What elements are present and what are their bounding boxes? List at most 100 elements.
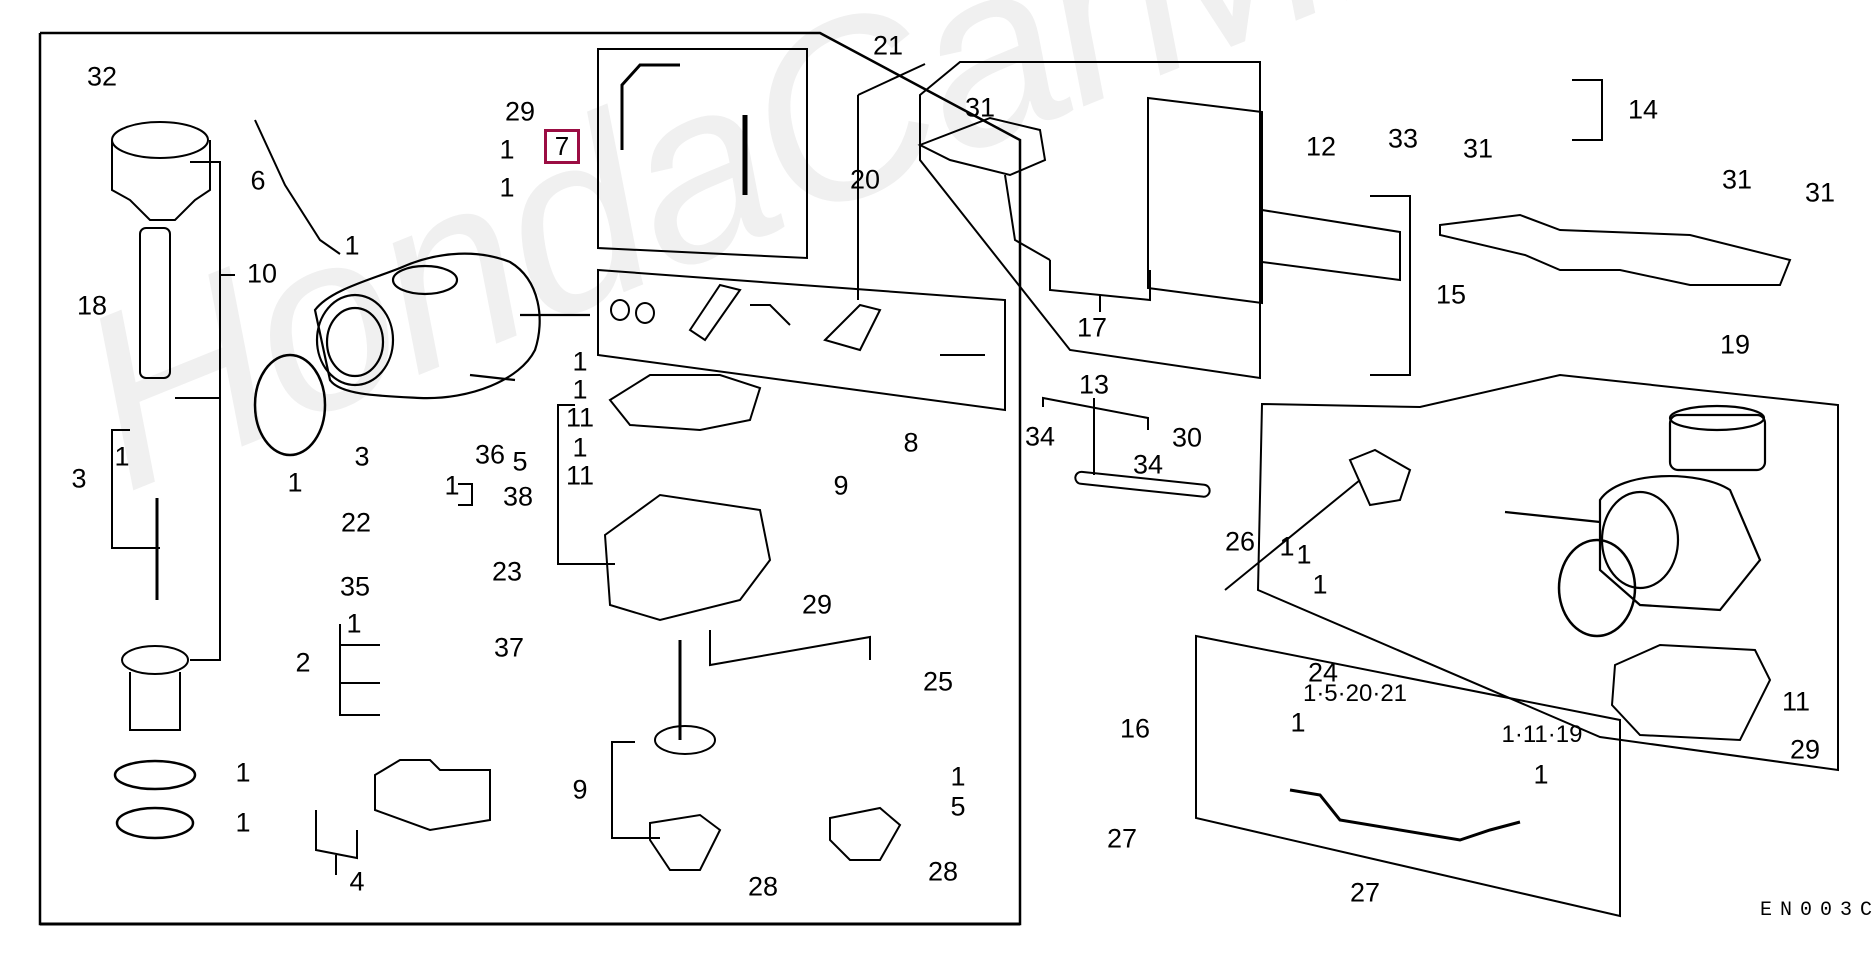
diaphragm	[655, 726, 715, 754]
callout-2[interactable]: 2	[295, 647, 311, 678]
callout-1[interactable]: 1	[1279, 531, 1295, 562]
bracket-38	[458, 484, 472, 505]
panel-16	[1196, 636, 1620, 916]
callout-29[interactable]: 29	[1789, 734, 1821, 765]
callout-30[interactable]: 30	[1171, 422, 1203, 453]
callout-28[interactable]: 28	[747, 871, 779, 902]
callout-7-label: 7	[554, 131, 570, 161]
gasket	[610, 375, 760, 430]
callout-1: 1	[572, 346, 588, 377]
callout-23[interactable]: 23	[491, 556, 523, 587]
lever-8b	[825, 305, 880, 350]
piston-cap	[112, 122, 210, 220]
callout-1[interactable]: 1	[235, 757, 251, 788]
callout-9[interactable]: 9	[572, 774, 588, 805]
callout-29[interactable]: 29	[504, 96, 536, 127]
panel-7	[598, 49, 807, 258]
callout-8[interactable]: 8	[903, 427, 919, 458]
spring-18	[140, 228, 170, 378]
callout-13[interactable]: 13	[1078, 369, 1110, 400]
callout-35[interactable]: 35	[339, 571, 371, 602]
bracket-15	[1370, 196, 1410, 375]
callout-18[interactable]: 18	[76, 290, 108, 321]
callout-6[interactable]: 6	[250, 165, 266, 196]
callout-1[interactable]: 1	[344, 230, 360, 261]
callout-12[interactable]: 12	[1305, 131, 1337, 162]
callout-7-highlighted[interactable]: 7	[544, 129, 580, 164]
bracket-13	[1043, 398, 1148, 430]
callout-16[interactable]: 16	[1119, 713, 1151, 744]
o-ring-2	[117, 808, 193, 838]
callout-1[interactable]: 1	[499, 172, 515, 203]
bracket-2	[340, 624, 380, 715]
callout-14[interactable]: 14	[1627, 94, 1659, 125]
callout-9[interactable]: 9	[833, 470, 849, 501]
callout-3[interactable]: 3	[71, 463, 87, 494]
callout-1[interactable]: 1	[1296, 539, 1312, 570]
o-ring-left	[255, 355, 325, 455]
callout-37[interactable]: 37	[493, 632, 525, 663]
callout-1[interactable]: 1	[1312, 569, 1328, 600]
callout-26[interactable]: 26	[1224, 526, 1256, 557]
callout-11[interactable]: 11	[1781, 686, 1811, 717]
callout-1[interactable]: 1	[235, 807, 251, 838]
callout-1[interactable]: 1	[950, 761, 966, 792]
callout-34[interactable]: 34	[1024, 421, 1056, 452]
callout-31[interactable]: 31	[1721, 164, 1753, 195]
frame-main	[40, 33, 1020, 924]
carburetor-body-left	[315, 254, 590, 399]
callout-24[interactable]: 24	[1307, 657, 1339, 688]
callout-19[interactable]: 19	[1719, 329, 1751, 360]
callout-31[interactable]: 31	[1462, 133, 1494, 164]
cover-9	[650, 815, 720, 870]
callout-1-5-20-21[interactable]: 1·5·20·21	[1302, 680, 1408, 707]
cover-5	[830, 808, 900, 860]
bracket-4	[316, 810, 357, 858]
callout-20[interactable]: 20	[849, 164, 881, 195]
callout-27[interactable]: 27	[1106, 823, 1138, 854]
callout-38[interactable]: 38	[502, 481, 534, 512]
callout-29[interactable]: 29	[801, 589, 833, 620]
callout-1[interactable]: 1	[572, 374, 588, 405]
callout-10[interactable]: 10	[246, 258, 278, 289]
shaft-13	[1075, 471, 1211, 497]
callout-31[interactable]: 31	[964, 92, 996, 123]
bracket-9	[612, 742, 660, 838]
callout-21[interactable]: 21	[872, 30, 904, 61]
callout-32[interactable]: 32	[86, 61, 118, 92]
callout-4[interactable]: 4	[349, 866, 365, 897]
callout-28[interactable]: 28	[927, 856, 959, 887]
callout-1[interactable]: 1	[572, 432, 588, 463]
callout-36[interactable]: 36	[474, 439, 506, 470]
panel-17	[920, 62, 1260, 378]
callout-33[interactable]: 33	[1387, 123, 1419, 154]
callout-11[interactable]: 11	[565, 402, 595, 433]
callout-31[interactable]: 31	[1804, 177, 1836, 208]
callout-34[interactable]: 34	[1132, 449, 1164, 480]
callout-3[interactable]: 3	[354, 441, 370, 472]
bracket-3	[112, 430, 160, 548]
piston	[122, 646, 188, 730]
washer-8a	[611, 300, 629, 320]
callout-1[interactable]: 1	[346, 608, 362, 639]
callout-11[interactable]: 11	[565, 460, 595, 491]
callout-22[interactable]: 22	[340, 507, 372, 538]
callout-1[interactable]: 1	[1533, 759, 1549, 790]
callout-5[interactable]: 5	[512, 446, 528, 477]
bracket-21	[858, 64, 925, 95]
callout-1[interactable]: 1	[499, 134, 515, 165]
callout-1[interactable]: 1	[114, 441, 130, 472]
callout-1-11-19[interactable]: 1·11·19	[1501, 721, 1583, 748]
callout-1[interactable]: 1	[1290, 707, 1306, 738]
callout-25[interactable]: 25	[922, 666, 954, 697]
callout-27[interactable]: 27	[1349, 877, 1381, 908]
callout-1[interactable]: 1	[287, 467, 303, 498]
callout-17[interactable]: 17	[1076, 312, 1108, 343]
callout-1[interactable]: 1	[444, 470, 460, 501]
panel-19	[1258, 375, 1838, 770]
washer-8b	[636, 303, 654, 323]
callout-5[interactable]: 5	[950, 791, 966, 822]
callout-15[interactable]: 15	[1435, 279, 1467, 310]
bracket-plate	[1440, 215, 1790, 285]
